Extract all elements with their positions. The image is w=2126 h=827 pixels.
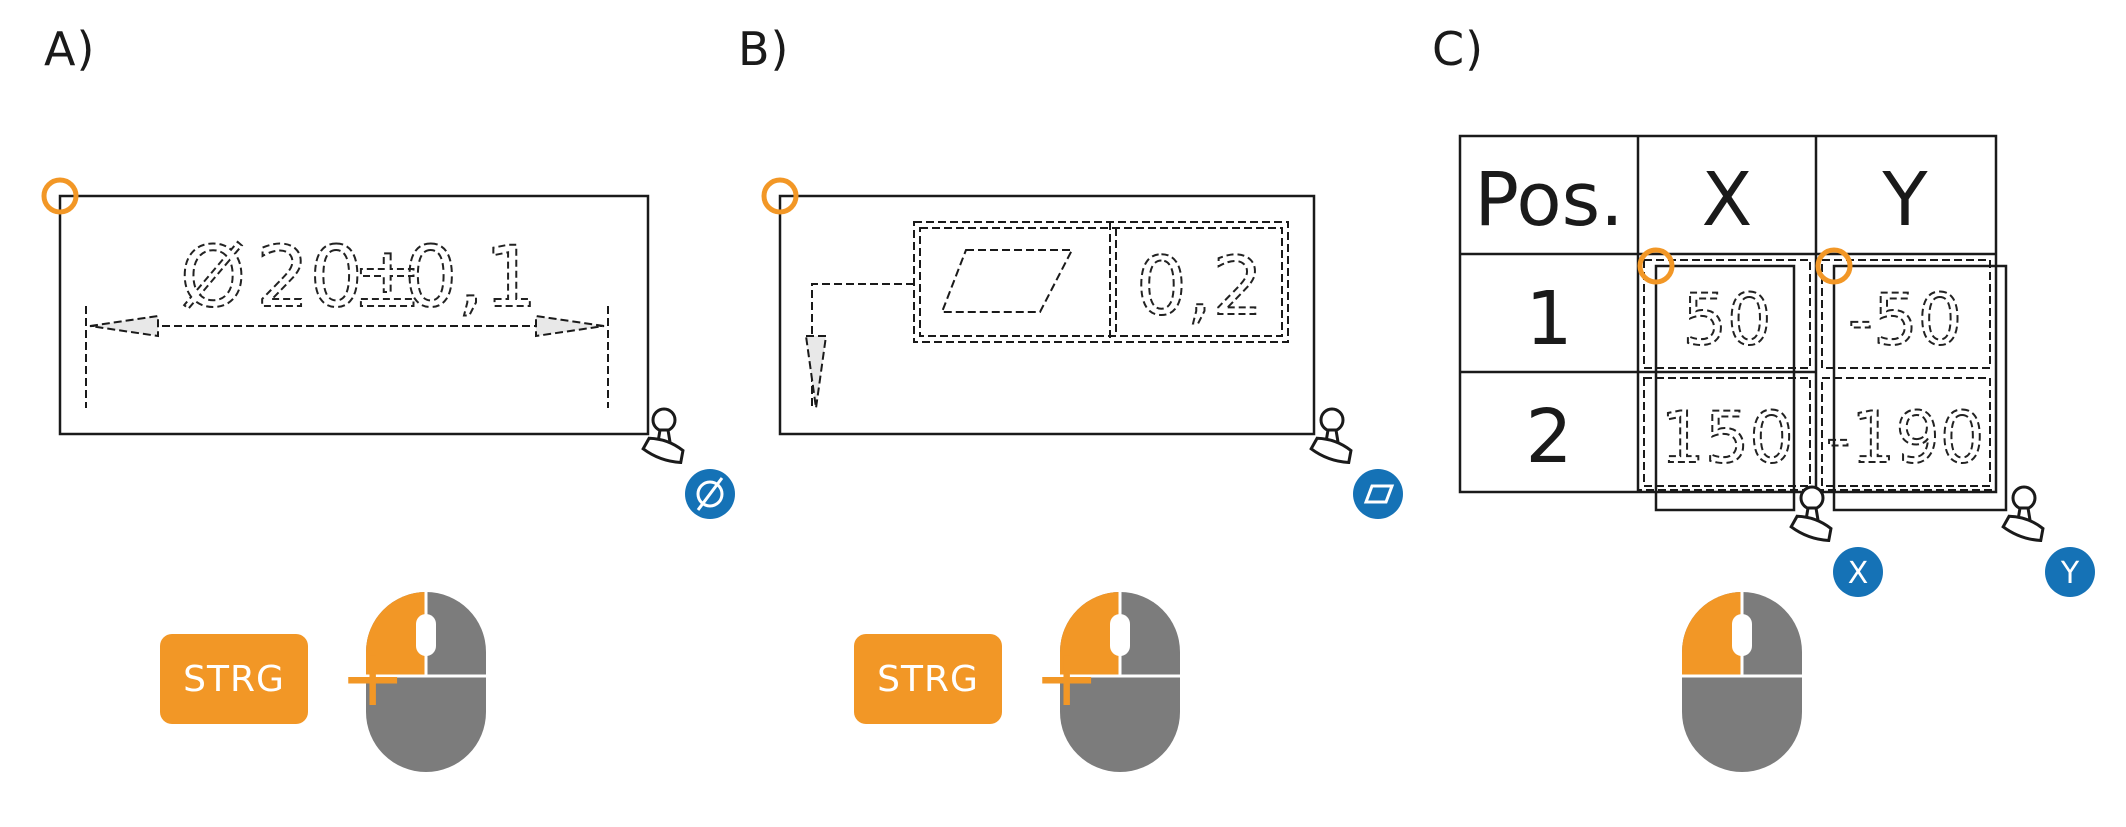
dimension-value: 20 [256,228,363,326]
mouse-icon [1682,592,1802,772]
plus-sign: + [1034,634,1100,724]
mouse-icon [366,592,486,772]
table-row: 1 50 -50 [1525,276,1963,362]
badge-x: X [1833,547,1883,597]
row-1-y: -50 [1848,279,1962,361]
feature-control-frame [804,221,1289,410]
tolerance-value: 0,1 [404,228,538,326]
stamp-icon [1788,485,1836,545]
row-1-pos: 1 [1525,276,1572,362]
start-marker-icon [761,177,799,215]
table-row: 2 150 -190 [1525,394,1985,480]
cell-selections [1637,253,1997,491]
panel-a-label: A) [44,22,96,76]
plus-sign: + [340,634,406,724]
selection-box [58,194,650,436]
tolerance-sign: ± [352,228,422,326]
table-headers: Pos. X Y [1474,157,1928,243]
row-2-x: 150 [1660,397,1794,479]
stamp-icon [1308,407,1356,467]
start-marker-icon [41,177,79,215]
dimension-line [85,306,609,408]
header-x: X [1702,157,1753,243]
badge-y: Y [2045,547,2095,597]
flatness-icon [1353,469,1403,519]
panel-b-diagram: 0,2 [761,177,1403,772]
row-1-x: 50 [1682,279,1771,361]
header-pos: Pos. [1474,157,1623,243]
selection-box [1654,264,2008,512]
header-y: Y [1881,157,1928,243]
panel-c-label: C) [1432,22,1485,76]
panel-a-diagram: Ø 20 ± 0,1 [41,177,735,772]
selection-box [778,194,1316,436]
row-2-pos: 2 [1525,394,1572,480]
start-marker-icon [1815,247,1853,285]
start-marker-icon [1637,247,1675,285]
dimension-symbol: Ø [180,228,246,326]
mouse-icon [1060,592,1180,772]
panel-b-label: B) [738,22,790,76]
diameter-icon [685,469,735,519]
strg-key: STRG [854,634,1002,724]
badge-x-label: X [1848,556,1869,591]
row-2-y: -190 [1826,397,1985,479]
badge-y-label: Y [2060,556,2080,591]
tolerance-value: 0,2 [1136,240,1263,333]
panel-c-diagram: Pos. X Y 1 50 -50 2 150 -190 [1458,134,2095,772]
strg-key: STRG [160,634,308,724]
stamp-icon [2000,485,2048,545]
